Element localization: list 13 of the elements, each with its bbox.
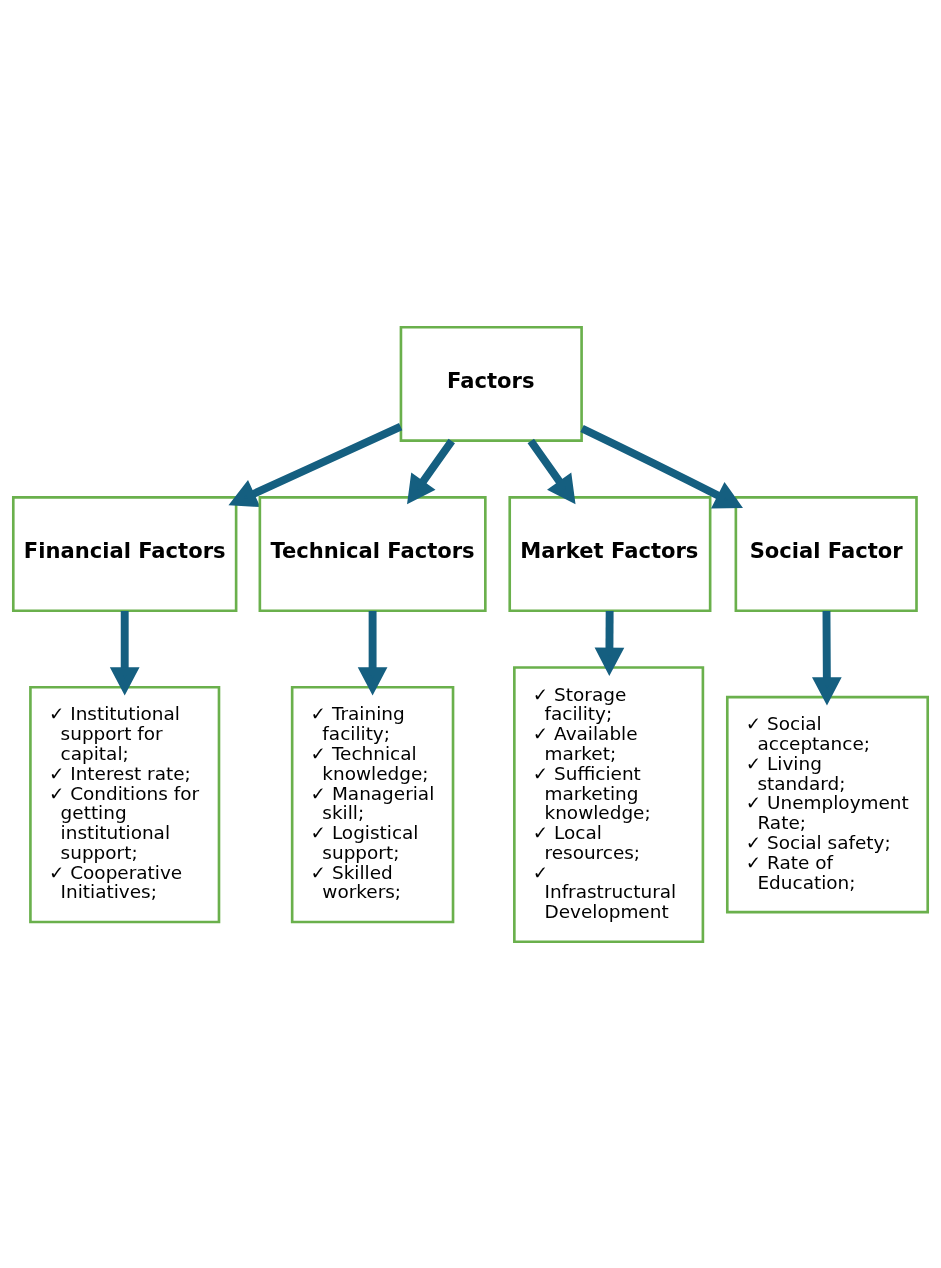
node-box: ✓ Institutional support for capital; ✓ Interest rate; ✓ Conditions for getting institutional support; ✓ Cooperative Initiatives; [29, 685, 221, 923]
arrow [228, 422, 403, 507]
node-box: Factors [399, 325, 583, 442]
node-box: Financial Factors [11, 495, 238, 612]
node-box: Social Factor [734, 495, 918, 612]
arrow [527, 438, 576, 504]
arrow [407, 438, 455, 504]
node-box: ✓ Training facility; ✓ Technical knowledge; ✓ Managerial skill; ✓ Logistical support; ✓ Skilled workers; [290, 685, 455, 923]
node-box: ✓ Storage facility; ✓ Available market; ✓ Sufficient marketing knowledge; ✓ Local resources; ✓ Infrastructural Development [513, 665, 705, 943]
node-box: Technical Factors [258, 495, 487, 612]
node-box: Market Factors [508, 495, 712, 612]
arrow [580, 424, 743, 508]
node-box: ✓ Social acceptance; ✓ Living standard; ✓ Unemployment Rate; ✓ Social safety; ✓ Rate of Education; [725, 695, 930, 913]
